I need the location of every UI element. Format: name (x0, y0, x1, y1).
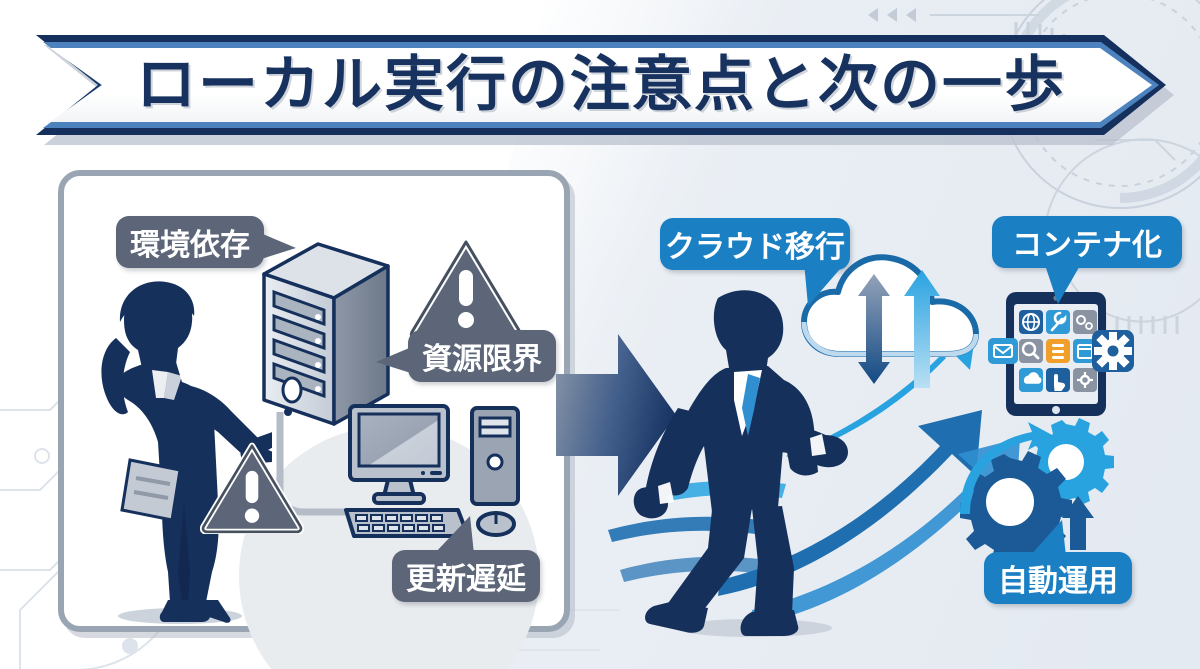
page-title: ローカル実行の注意点と次の一歩 (136, 50, 1066, 120)
badge-update-delay[interactable]: 更新遅延 (392, 550, 540, 602)
badge-env-dependency[interactable]: 環境依存 (116, 216, 264, 268)
transition-arrow (556, 334, 676, 496)
badge-resource-limit[interactable]: 資源限界 (408, 330, 556, 382)
warning-triangle-icon (408, 238, 524, 340)
badge-automated-ops-label: 自動運用 (998, 564, 1118, 599)
title-banner: ローカル実行の注意点と次の一歩 (36, 35, 1166, 135)
envelope-icon (988, 338, 1018, 364)
gear-icon (1092, 330, 1134, 372)
triangle-marks-decor (868, 8, 916, 22)
tablet-app-grid-icon (988, 292, 1134, 416)
badge-cloud-migration-label: クラウド移行 (665, 230, 845, 265)
warning-triangle-icon (200, 442, 304, 534)
badge-cloud-migration[interactable]: クラウド移行 (660, 218, 850, 270)
desktop-computer-icon (344, 404, 520, 538)
badge-containerization[interactable]: コンテナ化 (992, 216, 1182, 268)
businessman-striding-silhouette (633, 290, 848, 637)
gears-automation-icon (960, 418, 1114, 563)
badge-update-delay-label: 更新遅延 (406, 562, 526, 597)
badge-env-dependency-label: 環境依存 (130, 228, 250, 263)
cloud-upload-download-icon (801, 254, 979, 388)
badge-containerization-label: コンテナ化 (1012, 228, 1162, 263)
banner-inner-face: ローカル実行の注意点と次の一歩 (50, 48, 1152, 122)
badge-resource-limit-label: 資源限界 (422, 342, 542, 377)
badge-automated-ops[interactable]: 自動運用 (984, 552, 1132, 604)
decor-line-top (930, 14, 1040, 16)
